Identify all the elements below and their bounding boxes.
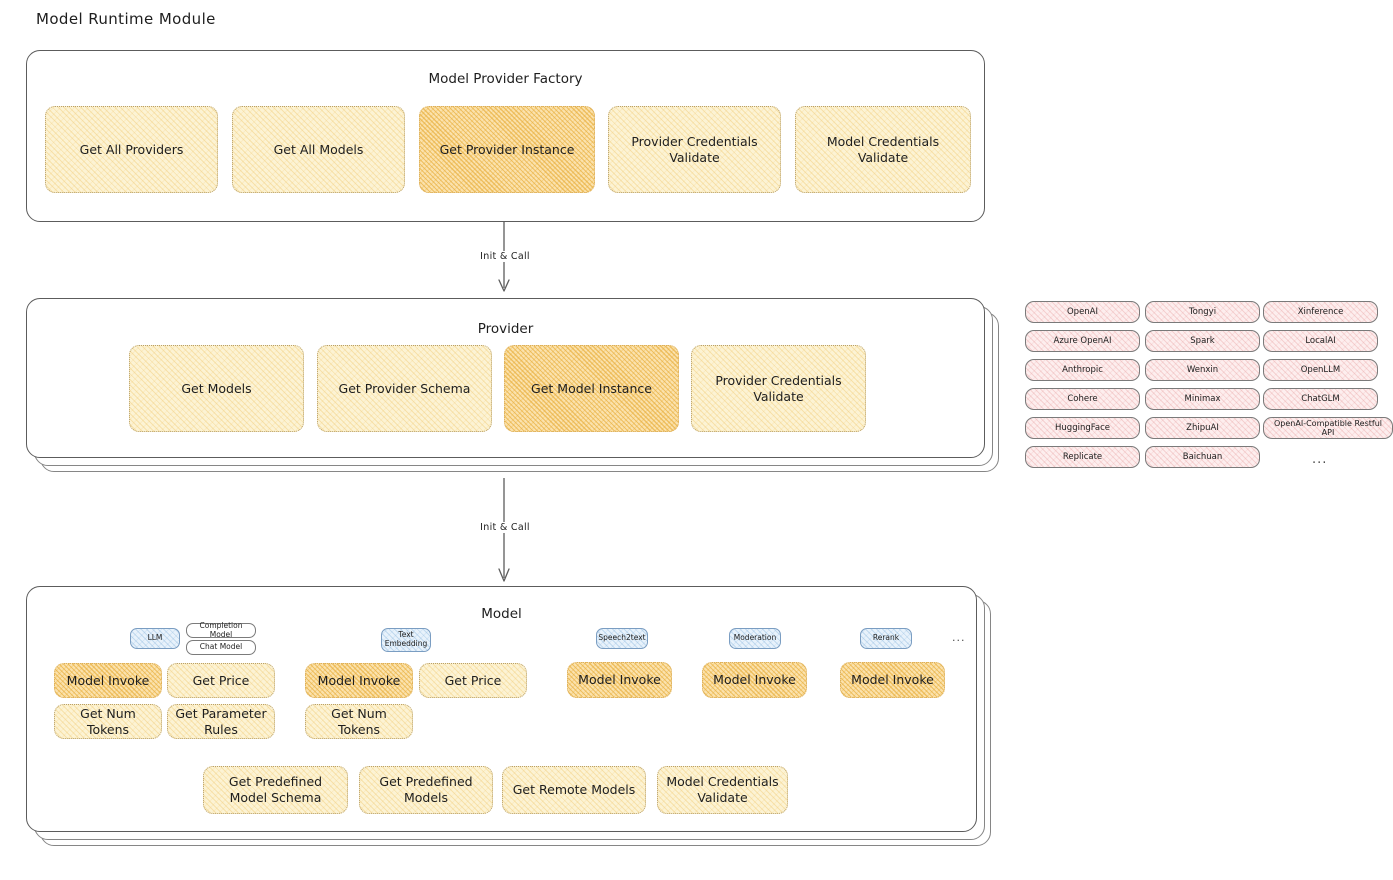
node-get-predefined-model-schema[interactable]: Get Predefined Model Schema xyxy=(203,766,348,814)
node-get-all-models[interactable]: Get All Models xyxy=(232,106,405,193)
model-title: Model xyxy=(481,606,522,622)
provider-chip-azure-openai[interactable]: Azure OpenAI xyxy=(1025,330,1140,352)
node-model-credentials-validate-factory[interactable]: Model Credentials Validate xyxy=(795,106,971,193)
node-get-provider-instance[interactable]: Get Provider Instance xyxy=(419,106,595,193)
node-get-models[interactable]: Get Models xyxy=(129,345,304,432)
node-get-model-instance[interactable]: Get Model Instance xyxy=(504,345,679,432)
node-llm-get-num-tokens[interactable]: Get Num Tokens xyxy=(54,704,162,739)
arrow-provider-to-model xyxy=(498,478,510,582)
model-subtag-chat-model[interactable]: Chat Model xyxy=(186,640,256,655)
provider-chip-openllm[interactable]: OpenLLM xyxy=(1263,359,1378,381)
provider-chip-baichuan[interactable]: Baichuan xyxy=(1145,446,1260,468)
arrow-label-init-and-call-1: Init & Call xyxy=(462,251,548,262)
node-get-predefined-models[interactable]: Get Predefined Models xyxy=(359,766,493,814)
provider-list-more-ellipsis: ... xyxy=(1312,452,1328,467)
provider-chip-spark[interactable]: Spark xyxy=(1145,330,1260,352)
model-subtag-completion-model[interactable]: Completion Model xyxy=(186,621,256,638)
model-provider-factory-title: Model Provider Factory xyxy=(428,71,583,87)
provider-chip-tongyi[interactable]: Tongyi xyxy=(1145,301,1260,323)
model-type-tag-rerank[interactable]: Rerank xyxy=(860,628,912,649)
node-text-embedding-model-invoke[interactable]: Model Invoke xyxy=(305,663,413,698)
provider-chip-openai[interactable]: OpenAI xyxy=(1025,301,1140,323)
page-title: Model Runtime Module xyxy=(36,10,216,28)
node-llm-model-invoke[interactable]: Model Invoke xyxy=(54,663,162,698)
model-type-tag-moderation[interactable]: Moderation xyxy=(729,628,781,649)
node-moderation-model-invoke[interactable]: Model Invoke xyxy=(702,662,807,698)
provider-chip-wenxin[interactable]: Wenxin xyxy=(1145,359,1260,381)
node-llm-get-price[interactable]: Get Price xyxy=(167,663,275,698)
provider-chip-replicate[interactable]: Replicate xyxy=(1025,446,1140,468)
node-model-credentials-validate-model[interactable]: Model Credentials Validate xyxy=(657,766,788,814)
provider-chip-localai[interactable]: LocalAI xyxy=(1263,330,1378,352)
node-speech2text-model-invoke[interactable]: Model Invoke xyxy=(567,662,672,698)
model-type-tag-speech2text[interactable]: Speech2text xyxy=(596,628,648,649)
provider-chip-huggingface[interactable]: HuggingFace xyxy=(1025,417,1140,439)
node-provider-credentials-validate-provider[interactable]: Provider Credentials Validate xyxy=(691,345,866,432)
model-types-more-ellipsis: ... xyxy=(952,631,966,644)
node-llm-get-parameter-rules[interactable]: Get Parameter Rules xyxy=(167,704,275,739)
provider-chip-zhipuai[interactable]: ZhipuAI xyxy=(1145,417,1260,439)
node-text-embedding-get-num-tokens[interactable]: Get Num Tokens xyxy=(305,704,413,739)
node-rerank-model-invoke[interactable]: Model Invoke xyxy=(840,662,945,698)
provider-chip-anthropic[interactable]: Anthropic xyxy=(1025,359,1140,381)
model-type-tag-llm[interactable]: LLM xyxy=(130,628,180,649)
node-get-provider-schema[interactable]: Get Provider Schema xyxy=(317,345,492,432)
node-text-embedding-get-price[interactable]: Get Price xyxy=(419,663,527,698)
arrow-label-init-and-call-2: Init & Call xyxy=(462,522,548,533)
node-provider-credentials-validate-factory[interactable]: Provider Credentials Validate xyxy=(608,106,781,193)
model-type-tag-text-embedding[interactable]: Text Embedding xyxy=(381,628,431,652)
provider-title: Provider xyxy=(477,321,534,337)
provider-chip-cohere[interactable]: Cohere xyxy=(1025,388,1140,410)
provider-chip-xinference[interactable]: Xinference xyxy=(1263,301,1378,323)
provider-chip-openai-compatible-restful-api[interactable]: OpenAI-Compatible Restful API xyxy=(1263,417,1393,439)
provider-chip-chatglm[interactable]: ChatGLM xyxy=(1263,388,1378,410)
provider-chip-minimax[interactable]: Minimax xyxy=(1145,388,1260,410)
node-get-all-providers[interactable]: Get All Providers xyxy=(45,106,218,193)
node-get-remote-models[interactable]: Get Remote Models xyxy=(502,766,646,814)
